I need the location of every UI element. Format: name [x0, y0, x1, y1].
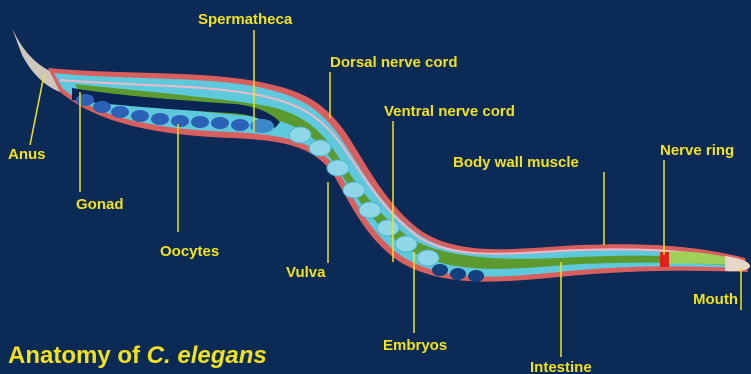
label-mouth: Mouth: [693, 291, 738, 308]
label-anus: Anus: [8, 146, 46, 163]
label-spermatheca: Spermatheca: [198, 11, 293, 28]
diagram-title: Anatomy of C. elegans: [8, 342, 267, 370]
label-nerve-ring: Nerve ring: [660, 142, 734, 159]
label-vulva: Vulva: [286, 264, 326, 281]
leader-anus: [30, 75, 44, 145]
label-dorsal-nerve-cord: Dorsal nerve cord: [330, 54, 458, 71]
label-ventral-nerve-cord: Ventral nerve cord: [384, 103, 515, 120]
label-intestine: Intestine: [530, 359, 592, 374]
title-prefix: Anatomy of: [8, 342, 147, 369]
label-gonad: Gonad: [76, 196, 124, 213]
label-embryos: Embryos: [383, 337, 447, 354]
label-oocytes: Oocytes: [160, 243, 219, 260]
title-species: C. elegans: [147, 342, 267, 369]
label-body-wall-muscle: Body wall muscle: [453, 154, 579, 171]
